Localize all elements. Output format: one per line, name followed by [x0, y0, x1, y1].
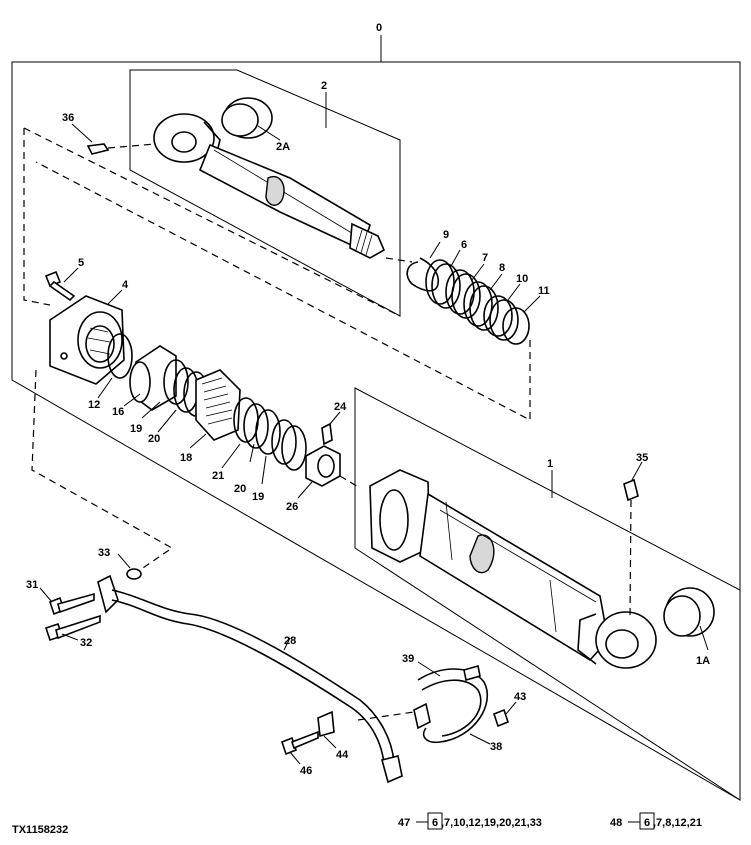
- callout-39: 39: [402, 653, 414, 665]
- rod-components-leader: [23, 127, 531, 421]
- kit-48-first: 6: [644, 817, 650, 829]
- hydraulic-tube-28: 28: [111, 589, 403, 784]
- cylinder-barrel: [369, 469, 657, 669]
- grease-fitting-35: 35: [623, 452, 648, 617]
- callout-16: 16: [112, 406, 124, 418]
- rod-group-box: 2: [129, 69, 401, 317]
- callout-rod-group: 2: [321, 80, 327, 92]
- tube-flange: 31 32 33: [26, 547, 142, 649]
- cap-bolt-5: 5: [44, 257, 84, 302]
- piston-rod: [153, 113, 386, 259]
- callout-barrel-group: 1: [547, 458, 553, 470]
- barrel-bushing: 1A: [663, 587, 715, 667]
- callout-28: 28: [284, 635, 296, 647]
- grease-fitting-36: 36: [62, 112, 156, 155]
- callout-rod-bushing: 2A: [276, 141, 290, 153]
- rod-bushing: 2A: [221, 97, 290, 153]
- piston-rings: 9 6 7 8 10 11: [406, 229, 550, 345]
- rod-guide-4: 4: [49, 279, 129, 385]
- callout-barrel-bushing: 1A: [696, 655, 710, 667]
- callout-32: 32: [80, 637, 92, 649]
- callout-46: 46: [300, 765, 312, 777]
- tube-clip: 44 46: [281, 710, 349, 777]
- kit-47-first: 6: [432, 817, 438, 829]
- kit-47-item: 47: [398, 817, 410, 829]
- callout-4: 4: [122, 279, 129, 291]
- barrel-group-box: 1: [354, 387, 741, 801]
- callout-12: 12: [88, 399, 100, 411]
- kit-47: 47 6 ,7,10,12,19,20,21,33: [398, 812, 542, 830]
- callout-20-right: 20: [234, 483, 246, 495]
- callout-5: 5: [78, 257, 84, 269]
- callout-10: 10: [516, 273, 528, 285]
- kit-47-rest: ,7,10,12,19,20,21,33: [441, 817, 542, 829]
- callout-24: 24: [334, 401, 347, 413]
- callout-assembly: 0: [376, 22, 382, 34]
- callout-8: 8: [499, 262, 505, 274]
- callout-20-left: 20: [148, 433, 160, 445]
- kit-48-rest: ,7,8,12,21: [653, 817, 702, 829]
- callout-35: 35: [636, 452, 648, 464]
- callout-6: 6: [461, 239, 467, 251]
- tube-leader: [31, 369, 174, 571]
- callout-31: 31: [26, 579, 38, 591]
- callout-36: 36: [62, 112, 74, 124]
- callout-26: 26: [286, 501, 298, 513]
- callout-44: 44: [336, 749, 349, 761]
- piston-nut-26: 24 26: [286, 401, 361, 513]
- callout-21: 21: [212, 470, 224, 482]
- figure-id: TX1158232: [12, 824, 68, 836]
- tube-clamp: 39 38 43: [357, 653, 526, 753]
- piston-stack: 16 19 20 18 21 20 19: [112, 345, 307, 503]
- callout-18: 18: [180, 452, 192, 464]
- callout-38: 38: [490, 741, 502, 753]
- o-ring-12: 12: [88, 333, 133, 411]
- callout-19-right: 19: [252, 491, 264, 503]
- callout-11: 11: [538, 285, 550, 297]
- kit-48: 48 6 ,7,8,12,21: [610, 812, 702, 830]
- kit-48-item: 48: [610, 817, 622, 829]
- callout-43: 43: [514, 691, 526, 703]
- callout-9: 9: [443, 229, 449, 241]
- callout-7: 7: [482, 252, 488, 264]
- callout-33: 33: [98, 547, 110, 559]
- callout-19-left: 19: [130, 423, 142, 435]
